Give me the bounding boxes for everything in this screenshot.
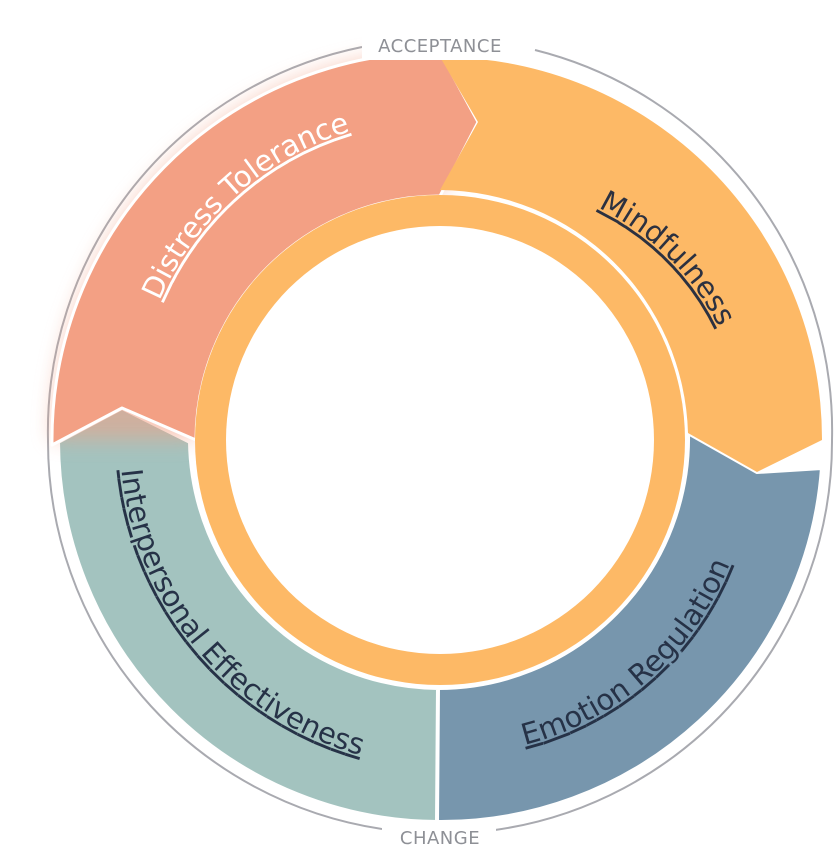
change-label: CHANGE xyxy=(400,828,480,849)
center-circle xyxy=(226,226,654,654)
change-label-bg xyxy=(382,820,496,849)
outer-ring-bottom xyxy=(46,439,383,830)
segment-interpersonal-effectiveness xyxy=(56,406,440,824)
outer-ring-bottom-right xyxy=(494,439,834,831)
outer-ring-top-right xyxy=(534,49,834,441)
segment-mindfulness xyxy=(440,56,823,472)
outer-ring-top xyxy=(46,46,363,441)
acceptance-label: ACCEPTANCE xyxy=(378,36,502,57)
acceptance-label-bg xyxy=(362,30,534,60)
